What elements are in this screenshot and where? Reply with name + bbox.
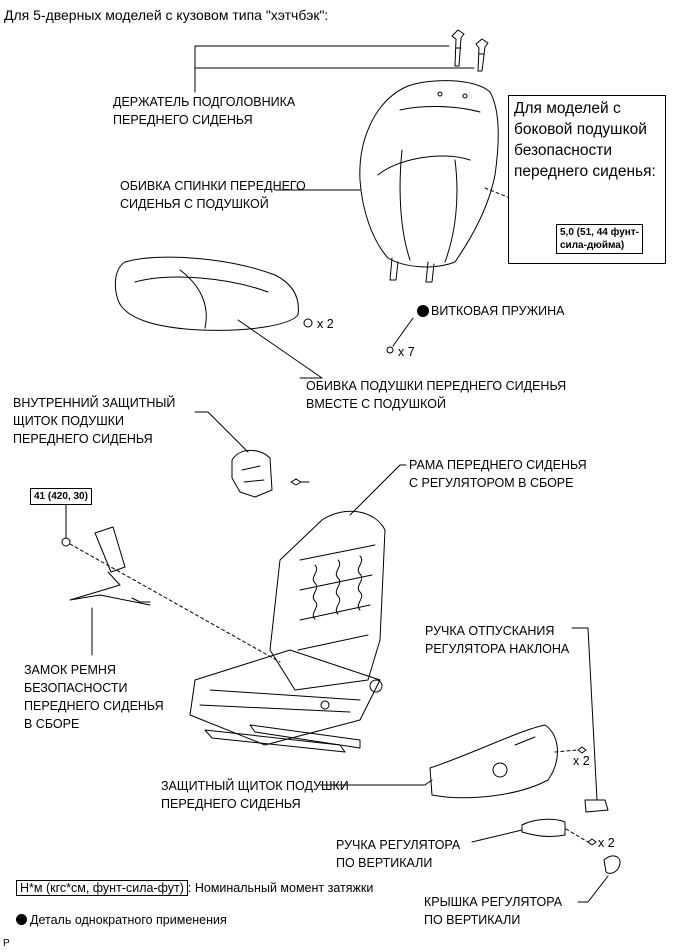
label-vertical-cover: КРЫШКА РЕГУЛЯТОРА ПО ВЕРТИКАЛИ bbox=[424, 895, 563, 927]
label-inner-shield: ВНУТРЕННИЙ ЗАЩИТНЫЙ ЩИТОК ПОДУШКИ ПЕРЕДН… bbox=[13, 396, 176, 446]
headrest-support-drawing bbox=[451, 29, 489, 72]
label-belt-buckle: ЗАМОК РЕМНЯ БЕЗОПАСНОСТИ ПЕРЕДНЕГО СИДЕН… bbox=[24, 663, 164, 731]
legend-torque-key: Н*м (кгс*см, фунт-сила-фут) bbox=[16, 880, 188, 896]
airbag-note-text: Для моделей с боковой подушкой безопасно… bbox=[514, 100, 656, 180]
seatback-cover-drawing bbox=[359, 80, 499, 283]
label-seatback-cover: ОБИВКА СПИНКИ ПЕРЕДНЕГО СИДЕНЬЯ С ПОДУШК… bbox=[120, 179, 306, 211]
shield-screw-icon bbox=[577, 746, 587, 754]
label-seat-frame: РАМА ПЕРЕДНЕГО СИДЕНЬЯ С РЕГУЛЯТОРОМ В С… bbox=[409, 458, 587, 490]
buckle-torque-spec: 41 (420, 30) bbox=[30, 488, 92, 505]
vertical-knob-drawing bbox=[521, 818, 566, 837]
non-reusable-dot-icon bbox=[417, 305, 429, 317]
airbag-torque-spec: 5,0 (51, 44 фунт- сила-дюйма) bbox=[556, 224, 644, 254]
non-reusable-legend-icon bbox=[16, 914, 27, 925]
legend-torque: Н*м (кгс*см, фунт-сила-фут): Номинальный… bbox=[16, 879, 373, 897]
label-headrest-support: ДЕРЖАТЕЛЬ ПОДГОЛОВНИКА ПЕРЕДНЕГО СИДЕНЬЯ bbox=[113, 95, 296, 127]
vertical-cover-drawing bbox=[603, 855, 621, 874]
cushion-shield-drawing bbox=[429, 724, 558, 799]
label-cushion-shield: ЗАЩИТНЫЙ ЩИТОК ПОДУШКИ ПЕРЕДНЕГО СИДЕНЬЯ bbox=[161, 779, 349, 811]
legend-non-reusable: Деталь однократного применения bbox=[16, 911, 227, 929]
inner-shield-screw-icon bbox=[290, 478, 310, 486]
label-shield-qty: x 2 bbox=[573, 754, 590, 768]
cushion-cover-drawing bbox=[114, 256, 299, 331]
label-recliner-knob: РУЧКА ОТПУСКАНИЯ РЕГУЛЯТОРА НАКЛОНА bbox=[425, 624, 570, 656]
label-cushion-qty: x 2 bbox=[317, 317, 334, 331]
label-coil-spring-qty: x 7 bbox=[398, 345, 415, 359]
label-coil-spring: ВИТКОВАЯ ПРУЖИНА bbox=[431, 304, 565, 318]
belt-buckle-drawing bbox=[69, 526, 151, 606]
airbag-note-box: Для моделей с боковой подушкой безопасно… bbox=[508, 95, 666, 264]
recliner-knob-drawing bbox=[584, 799, 609, 813]
page-title: Для 5-дверных моделей с кузовом типа "хэ… bbox=[4, 7, 329, 23]
inner-shield-drawing bbox=[231, 449, 273, 498]
label-cushion-cover: ОБИВКА ПОДУШКИ ПЕРЕДНЕГО СИДЕНЬЯ ВМЕСТЕ … bbox=[306, 379, 567, 411]
vertical-screw-icon bbox=[587, 838, 597, 846]
buckle-nut-icon bbox=[61, 537, 71, 547]
legend-torque-desc: : Номинальный момент затяжки bbox=[187, 881, 374, 895]
seat-frame-drawing bbox=[189, 510, 386, 753]
cushion-clip-icon bbox=[303, 318, 313, 328]
legend-non-reusable-text: Деталь однократного применения bbox=[30, 913, 227, 927]
footer-mark: P bbox=[3, 938, 10, 949]
coil-spring-icon bbox=[386, 346, 394, 354]
label-vertical-qty: x 2 bbox=[598, 836, 615, 850]
label-vertical-knob: РУЧКА РЕГУЛЯТОРА ПО ВЕРТИКАЛИ bbox=[336, 838, 461, 870]
